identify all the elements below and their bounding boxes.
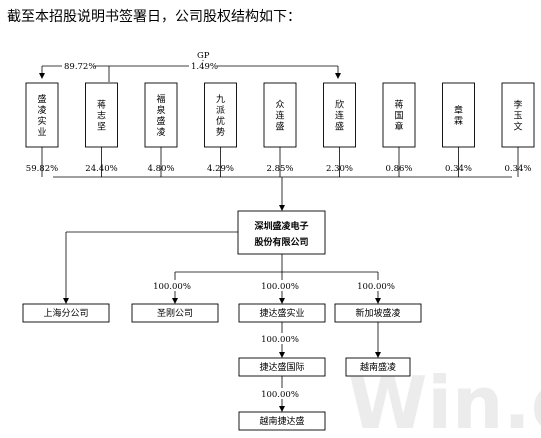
shareholder-9: 李玉文 0.34% [501, 82, 535, 177]
shareholder-name: 福泉盛凌 [156, 93, 165, 138]
shareholder-pct: 0.34% [445, 164, 472, 174]
shareholder-pct: 4.29% [207, 164, 234, 174]
subsidiary-pct: 100.00% [261, 282, 299, 292]
shareholder-box [204, 82, 237, 148]
gp-share-b: 1.49% [191, 62, 218, 72]
shareholder-name: 蒋国章 [394, 99, 403, 133]
shareholder-box [323, 82, 356, 148]
shareholder-box [382, 82, 416, 148]
shareholder-1: 盛凌实业 59.82% [25, 82, 59, 177]
subsidiary-name: 捷达盛国际 [259, 361, 304, 373]
subsidiary-name: 上海分公司 [43, 307, 88, 319]
shareholder-2: 蒋志坚 24.40% [85, 82, 118, 177]
subsidiary-singapore: 新加坡盛凌 [334, 303, 422, 323]
shareholder-pct: 2.85% [266, 164, 293, 174]
shareholder-name: 章霖 [454, 104, 463, 127]
company-box [237, 210, 326, 255]
subsidiary-jiedasheng: 捷达盛实业 [238, 303, 326, 323]
chain-pct: 100.00% [261, 335, 299, 345]
shareholder-4: 九派优势 4.29% [204, 82, 237, 177]
subsidiary-name: 越南捷达盛 [259, 415, 304, 427]
shareholder-pct: 0.86% [385, 164, 412, 174]
shareholder-box [501, 82, 535, 148]
shareholder-name: 蒋志坚 [97, 99, 106, 133]
subsidiary-shanghai: 上海分公司 [22, 303, 110, 323]
subsidiary-shenggang: 圣刚公司 [131, 303, 219, 323]
shareholder-7: 蒋国章 0.86% [382, 82, 416, 177]
shareholder-pct: 4.80% [147, 164, 174, 174]
shareholder-row: 盛凌实业 59.82% 蒋志坚 24.40% 福泉盛凌 4.80% 九派优势 4.29% 众连盛… [25, 82, 535, 177]
shareholder-name: 盛凌实业 [37, 93, 46, 138]
shareholder-box [144, 82, 178, 148]
shareholder-6: 欣连盛 2.30% [323, 82, 356, 177]
shareholder-3: 福泉盛凌 4.80% [144, 82, 178, 177]
subsidiary-name: 越南盛凌 [360, 361, 396, 373]
subsidiary-pct: 100.00% [153, 282, 191, 292]
chain-pct: 100.00% [261, 390, 299, 400]
shareholder-8: 章霖 0.34% [442, 82, 475, 177]
shareholder-bus [53, 176, 512, 211]
subsidiary-pct: 100.00% [357, 282, 395, 292]
subsidiary-name: 新加坡盛凌 [355, 307, 400, 319]
shareholder-pct: 0.34% [504, 164, 531, 174]
subsidiary-jiedasheng-intl: 捷达盛国际 [238, 357, 326, 377]
company-name-line1: 深圳盛凌电子 [254, 220, 308, 232]
gp-label: GP [197, 51, 210, 61]
page-heading: 截至本招股说明书签署日，公司股权结构如下： [7, 8, 301, 25]
subsidiary-name: 捷达盛实业 [259, 307, 304, 319]
shareholder-box [263, 82, 297, 148]
company-name-line2: 股份有限公司 [254, 236, 308, 248]
shareholder-pct: 24.40% [85, 164, 117, 174]
shareholder-pct: 59.82% [26, 164, 58, 174]
shareholder-5: 众连盛 2.85% [263, 82, 297, 177]
subsidiary-vietnam-shengling: 越南盛凌 [345, 357, 411, 377]
subsidiary-lines [63, 231, 381, 412]
shareholder-box [442, 82, 475, 148]
shareholder-name: 李玉文 [513, 99, 522, 133]
subsidiary-name: 圣刚公司 [157, 308, 193, 319]
shareholder-name: 九派优势 [216, 94, 225, 138]
gp-share-a: 89.72% [64, 62, 96, 72]
subsidiary-vietnam-jiedasheng: 越南捷达盛 [238, 411, 326, 431]
shareholder-name: 众连盛 [275, 100, 284, 133]
shareholder-name: 欣连盛 [335, 99, 344, 133]
shareholder-pct: 2.30% [326, 164, 353, 174]
shareholder-box [85, 82, 118, 148]
shareholder-box [25, 82, 59, 148]
